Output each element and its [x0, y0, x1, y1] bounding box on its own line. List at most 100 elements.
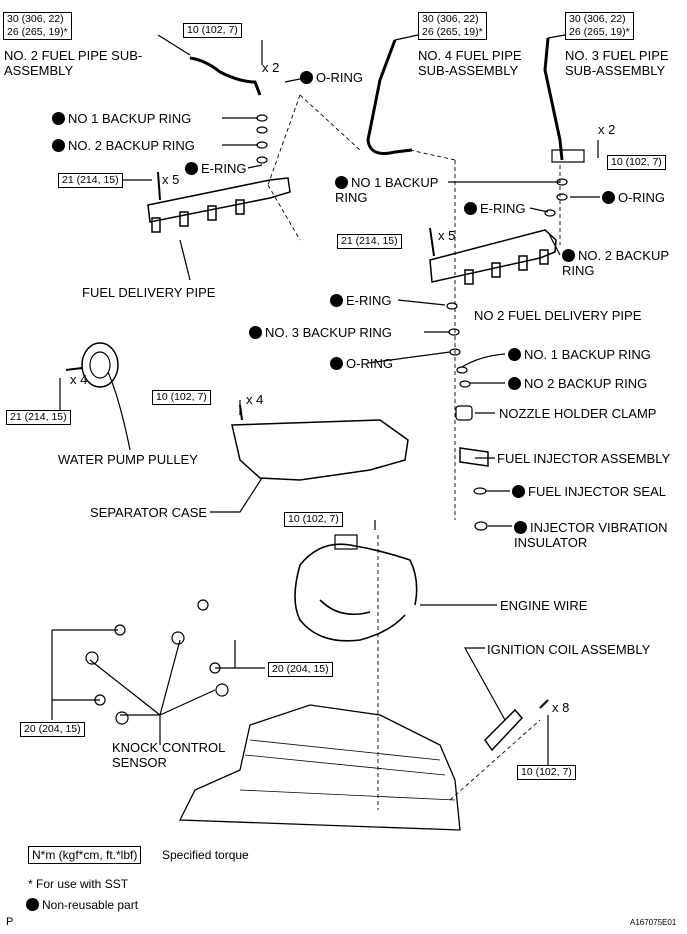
leader-line [247, 164, 263, 169]
non-reusable-dot-icon [249, 326, 262, 339]
legend-specified-torque: Specified torque [162, 848, 249, 862]
engine-wire-label: ENGINE WIRE [500, 598, 588, 613]
engine-block-shape [178, 704, 461, 831]
knock-sensor-shape [85, 651, 99, 665]
injector-group-right [464, 249, 549, 285]
legend-non-reusable: Non-reusable part [26, 898, 138, 913]
leader-line [397, 299, 446, 306]
non-reusable-dot-icon [330, 294, 343, 307]
knock-sensor-shape [115, 711, 129, 725]
non-reusable-dot-icon [602, 191, 615, 204]
knock-sensor-shape [215, 683, 229, 697]
label-text: E-RING [480, 201, 526, 216]
bolt-shape [157, 171, 161, 201]
torque-spec-box: 20 (204, 15) [20, 722, 85, 737]
ring-shape [449, 348, 461, 356]
non-reusable-dot-icon [26, 898, 39, 911]
dashed-line [267, 184, 301, 241]
torque-spec-box: 21 (214, 15) [337, 234, 402, 249]
leader-line [367, 351, 451, 364]
knock-sensor-shape [114, 624, 126, 636]
leader-line [51, 629, 118, 720]
ring-shape [448, 328, 460, 336]
separator-case-label: SEPARATOR CASE [90, 505, 208, 520]
fuel-injector-assembly-label: FUEL INJECTOR ASSEMBLY [497, 451, 671, 466]
label-text: E-RING [201, 161, 247, 176]
torque-spec-box: 10 (102, 7) [607, 155, 666, 170]
torque-spec-box: 10 (102, 7) [284, 512, 343, 527]
label-text: E-RING [346, 293, 392, 308]
leader-line [107, 371, 131, 451]
separator-case-shape [231, 419, 409, 481]
torque-value: 30 (306, 22) [569, 13, 626, 25]
torque-spec-box: 20 (204, 15) [268, 662, 333, 677]
o-ring-label: O-RING [300, 70, 363, 85]
leader-line [157, 34, 191, 56]
injector-vibration-insulator-label: INJECTOR VIBRATION INSULATOR [514, 520, 674, 550]
bolt-shape [239, 404, 243, 421]
nozzle-holder-clamp-label: NOZZLE HOLDER CLAMP [499, 406, 657, 421]
torque-value: 26 (265, 19)* [422, 26, 483, 38]
torque-spec-box: 30 (306, 22)26 (265, 19)* [3, 12, 72, 40]
bolt-shape [429, 227, 435, 257]
torque-spec-box: 10 (102, 7) [152, 390, 211, 405]
leader-line [89, 639, 216, 745]
no1-backup-ring-lower-label: NO. 1 BACKUP RING [508, 347, 651, 362]
e-ring-right-label: E-RING [464, 201, 526, 216]
label-text: FUEL INJECTOR SEAL [528, 484, 666, 499]
fuel-delivery-pipe-label: FUEL DELIVERY PIPE [82, 285, 216, 300]
torque-value: 30 (306, 22) [422, 13, 479, 25]
non-reusable-dot-icon [512, 485, 525, 498]
fuel-delivery-pipe-shape [147, 177, 291, 223]
non-reusable-dot-icon [508, 377, 521, 390]
torque-spec-box: 30 (306, 22)26 (265, 19)* [565, 12, 634, 40]
nozzle-holder-clamp-shape [455, 405, 473, 421]
leader-line [179, 239, 191, 281]
ring-shape [446, 302, 458, 310]
fuel-injector-shape [459, 447, 489, 467]
bolt-shape [65, 367, 83, 371]
no2-backup-ring-lower-label: NO 2 BACKUP RING [508, 376, 647, 391]
ring-shape [256, 126, 268, 134]
quantity-label: x 4 [246, 392, 264, 407]
quantity-label: x 2 [598, 122, 616, 137]
no3-fuel-pipe-label: NO. 3 FUEL PIPE SUB-ASSEMBLY [565, 48, 669, 78]
dashed-line [267, 94, 301, 186]
torque-spec-box: 10 (102, 7) [517, 765, 576, 780]
e-ring-label: E-RING [185, 161, 247, 176]
injector-vibration-insulator-shape [474, 521, 488, 531]
legend-torque-unit: N*m (kgf*cm, ft.*lbf) [28, 846, 142, 864]
no2-fuel-delivery-pipe-shape [429, 229, 557, 283]
ignition-coil-assembly-label: IGNITION COIL ASSEMBLY [487, 642, 651, 657]
torque-spec-box: 21 (214, 15) [58, 173, 123, 188]
label-text: NO 1 BACKUP RING [335, 175, 439, 205]
no4-fuel-pipe-shape [366, 39, 413, 155]
quantity-label: x 2 [262, 60, 280, 75]
dashed-line [299, 94, 361, 151]
knock-sensor-shape [209, 662, 221, 674]
e-ring-lower-label: E-RING [330, 293, 392, 308]
label-text: O-RING [316, 70, 363, 85]
non-reusable-dot-icon [185, 162, 198, 175]
quantity-label: x 4 [70, 372, 88, 387]
injector-group-left [151, 199, 245, 233]
label-text: NO. 2 BACKUP RING [68, 138, 195, 153]
label-text: NO. 1 BACKUP RING [524, 347, 651, 362]
no3-fuel-pipe-bracket [551, 149, 585, 163]
ring-shape [456, 366, 468, 374]
leader-line [463, 647, 506, 721]
leader-line [461, 353, 506, 368]
non-reusable-dot-icon [514, 521, 527, 534]
ring-shape [256, 114, 268, 122]
legend-sst-note: * For use with SST [28, 877, 129, 891]
no4-fuel-pipe-label: NO. 4 FUEL PIPE SUB-ASSEMBLY [418, 48, 522, 78]
label-text: O-RING [618, 190, 665, 205]
no2-fuel-pipe-shape [189, 56, 262, 96]
ignition-coil-shape [484, 708, 524, 752]
torque-value: 26 (265, 19)* [7, 26, 68, 38]
ring-shape [544, 209, 556, 217]
non-reusable-dot-icon [508, 348, 521, 361]
bolt-shape [539, 699, 549, 709]
torque-spec-box: 30 (306, 22)26 (265, 19)* [418, 12, 487, 40]
label-text: NO 2 BACKUP RING [524, 376, 648, 391]
